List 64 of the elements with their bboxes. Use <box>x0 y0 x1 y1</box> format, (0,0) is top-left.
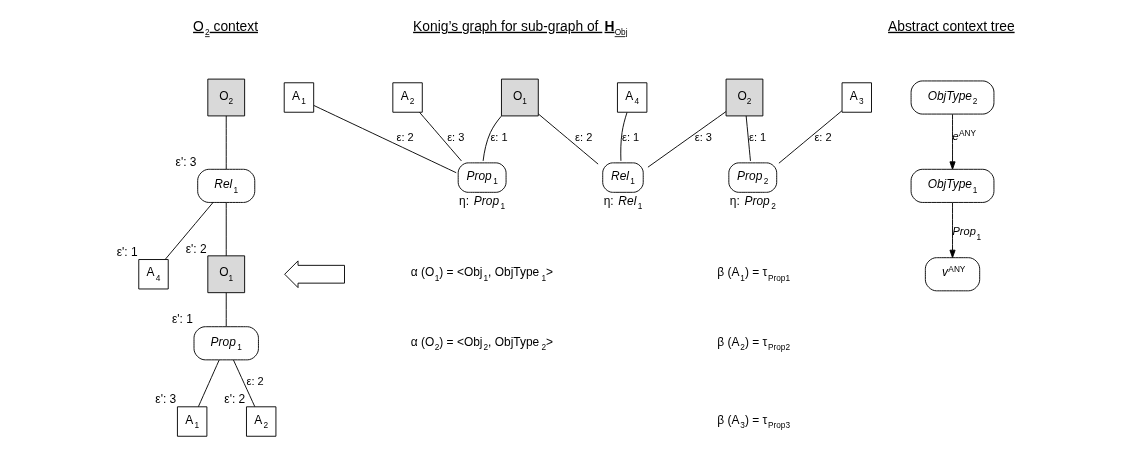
node-box: O$_{2}$ <box>725 78 764 117</box>
node-box: O$_{1}$ <box>501 78 539 117</box>
arrow <box>949 202 956 258</box>
connector <box>419 111 462 162</box>
connector <box>745 115 751 162</box>
node-box: A$_{1}$ <box>283 82 315 113</box>
node-label: ε': 1 <box>116 245 138 260</box>
edge-label: ε: 3 <box>447 131 465 144</box>
label: Abstract context tree <box>888 18 1015 34</box>
node-box: A$_{1}$ <box>177 406 208 437</box>
label: O$_{2}$ context <box>193 18 258 38</box>
edge-label: ε: 2 <box>396 131 414 144</box>
node-box: Prop$_{1}$ <box>457 162 507 193</box>
connector <box>647 111 727 168</box>
node-arrow <box>284 260 345 289</box>
node-box: Rel$_{1}$ <box>602 162 644 193</box>
edge-label: ε: 2 <box>814 131 832 144</box>
connector <box>620 112 628 162</box>
node-box: A$_{2}$ <box>246 406 277 437</box>
label: β (A$_{2}$) = τ$_{Prop2}$ <box>717 334 791 352</box>
node-box: A$_{3}$ <box>841 82 872 113</box>
node-box: v$^{ANY}$ <box>924 257 981 292</box>
connector <box>778 110 843 164</box>
connector <box>482 115 502 162</box>
node-label: ε': 2 <box>224 392 246 407</box>
label: α (O$_{1}$) = <Obj$_{1}$, ObjType$_{1}$> <box>410 265 554 283</box>
edge-label: ε: 1 <box>749 131 767 144</box>
node-label: η: Rel$_{1}$ <box>603 193 643 212</box>
edge-label: e$^{ANY}$ <box>952 128 976 143</box>
node-label: ε': 3 <box>155 392 177 407</box>
connector <box>197 359 220 408</box>
node-label: ε': 2 <box>185 241 207 256</box>
node-box: A$_{2}$ <box>392 82 423 113</box>
label: α (O$_{2}$) = <Obj$_{2}$, ObjType$_{2}$> <box>410 334 554 352</box>
node-box: ObjType$_{1}$ <box>910 168 995 203</box>
node-box: Prop$_{1}$ <box>193 326 259 361</box>
node-label: η: Prop$_{2}$ <box>729 193 776 212</box>
node-label: ε': 3 <box>175 154 197 169</box>
node-box: Rel$_{1}$ <box>197 168 256 203</box>
label: Konig’s graph for sub-graph of H$_{Obj}$ <box>413 18 628 38</box>
edge-label: Prop$_{1}$ <box>952 225 982 242</box>
edge-label: ε: 1 <box>622 131 640 144</box>
node-box: O$_{2}$ <box>207 78 246 117</box>
arrow <box>949 113 956 170</box>
node-label: ε': 1 <box>171 312 193 327</box>
connector <box>225 202 227 257</box>
edge-label: ε: 2 <box>575 131 593 144</box>
node-box: A$_{4}$ <box>138 259 169 290</box>
connector <box>233 359 256 408</box>
connector <box>164 202 214 260</box>
node-box: ObjType$_{2}$ <box>910 80 995 115</box>
label: β (A$_{1}$) = τ$_{Prop1}$ <box>717 265 791 283</box>
connector <box>537 113 599 165</box>
node-box: Prop$_{2}$ <box>728 162 778 193</box>
connector <box>225 292 227 327</box>
node-box: A$_{4}$ <box>617 82 648 113</box>
edge-label: ε: 2 <box>246 375 264 388</box>
connector <box>313 105 457 174</box>
node-box: O$_{1}$ <box>207 255 246 294</box>
label: β (A$_{3}$) = τ$_{Prop3}$ <box>717 412 791 431</box>
node-label: η: Prop$_{1}$ <box>459 193 506 212</box>
edge-label: ε: 1 <box>490 131 508 144</box>
connector <box>225 115 227 170</box>
edge-label: ε: 3 <box>694 131 712 144</box>
